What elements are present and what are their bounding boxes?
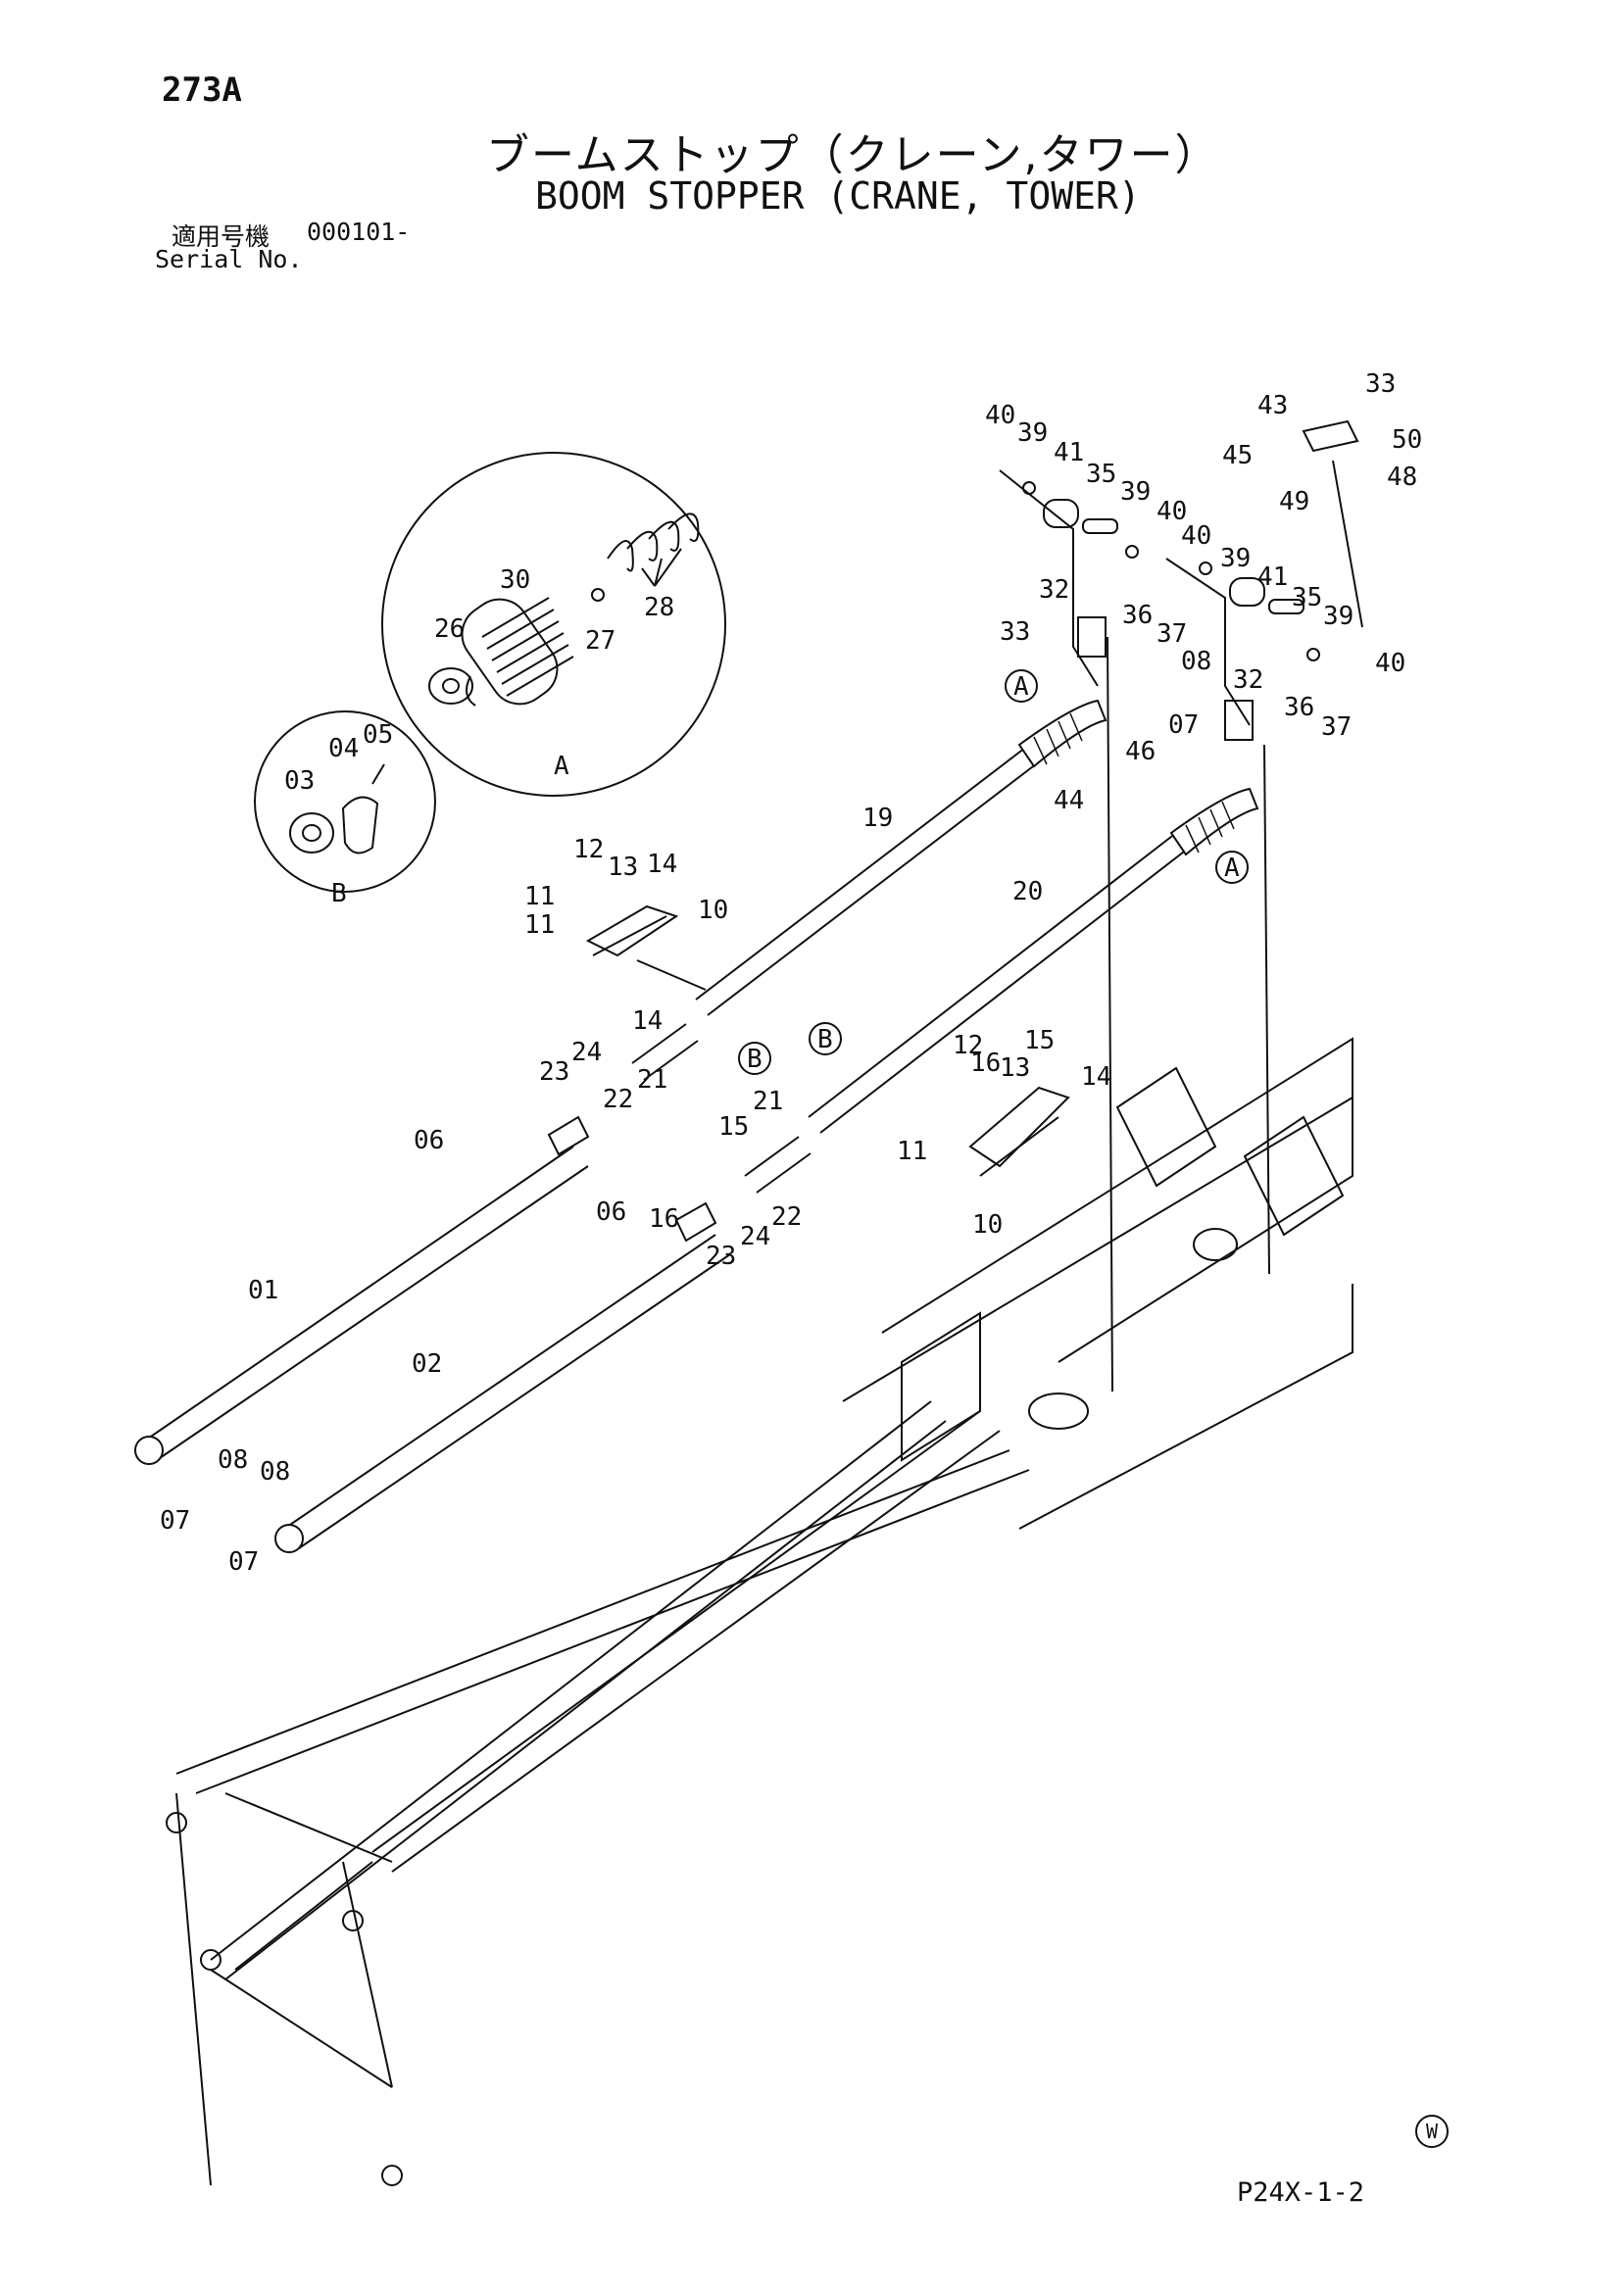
part-label: 13 [1000,1053,1030,1083]
part-label: 13 [608,853,638,882]
part-label: 07 [160,1506,190,1536]
part-label: 10 [972,1210,1003,1240]
part-label: 23 [539,1057,569,1087]
part-label: 10 [698,896,728,925]
part-labels: 40 39 41 35 39 40 40 39 41 35 39 40 33 4… [160,369,1422,1577]
part-label: 40 [985,401,1015,430]
detail-a-label: A [554,752,569,781]
bracket-cluster-lower [968,1086,1070,1177]
title-japanese: ブームストップ（クレーン,タワー） [486,130,1220,180]
part-label: 14 [647,850,677,879]
part-label: 37 [1156,619,1187,649]
part-label: 03 [284,766,315,796]
bracket-cluster-upper [585,904,707,991]
part-label: 49 [1279,487,1309,516]
part-label: 48 [1387,463,1417,492]
lattice-boom [166,1400,1030,2186]
part-label: 24 [571,1038,602,1067]
part-label: 07 [228,1547,259,1577]
part-label: 30 [500,565,530,595]
bracket-parts-upper [999,419,1363,1392]
part-label: 15 [718,1112,749,1142]
part-label: 21 [637,1065,667,1095]
title-english: BOOM STOPPER (CRANE, TOWER) [535,174,1141,218]
part-label: 40 [1375,649,1405,678]
stopper-assembly-lower [274,787,1259,1553]
part-label: 26 [434,614,465,644]
part-label: 08 [1181,647,1211,676]
part-label: 22 [771,1202,802,1232]
part-label: 39 [1017,418,1048,448]
part-label: 24 [740,1222,770,1251]
part-label: 45 [1222,441,1253,470]
part-label: 14 [632,1006,663,1036]
part-label: 39 [1120,477,1151,507]
part-label: 05 [363,720,393,750]
part-label: 46 [1125,737,1156,766]
part-label: 06 [414,1126,444,1155]
part-label: 40 [1181,521,1211,551]
part-label: 43 [1257,391,1288,420]
part-label: 15 [1024,1026,1055,1055]
part-label: 12 [953,1031,983,1060]
part-label: 11 [524,910,555,940]
part-label: 01 [248,1276,278,1305]
callout-a-upper: A [1013,672,1029,702]
chassis-frame [842,1037,1353,1530]
part-label: 02 [412,1349,442,1379]
callout-a-lower: A [1224,854,1240,883]
serial-label-japanese: 適用号機 [172,222,271,251]
part-label: 33 [1000,617,1030,647]
part-label: 32 [1039,575,1069,605]
part-label: 08 [218,1445,248,1475]
serial-number: 000101- [307,218,411,246]
part-label: 40 [1156,497,1187,526]
part-label: 16 [649,1204,679,1234]
part-label: 08 [260,1457,290,1487]
part-label: 21 [753,1087,783,1116]
part-label: 33 [1365,369,1396,399]
part-label: 22 [603,1085,633,1114]
part-label: 36 [1284,693,1314,722]
part-label: 39 [1220,544,1251,573]
callout-markers: A A B B [738,669,1249,1075]
part-label: 11 [524,882,555,911]
part-label: 23 [706,1242,736,1271]
part-label: 27 [585,626,615,656]
detail-circle-a: 30 26 27 28 A [381,452,726,797]
part-label: 16 [970,1049,1001,1078]
part-label: 41 [1257,562,1288,592]
part-label: 36 [1122,601,1153,630]
callout-b-lower: B [817,1025,833,1054]
part-label: 37 [1321,712,1352,742]
part-label: 04 [328,734,359,763]
part-label: 12 [573,835,604,864]
part-label: 32 [1233,665,1263,695]
detail-b-label: B [331,879,347,908]
part-label: 35 [1292,583,1322,612]
page-code: 273A [162,71,242,110]
part-label: 07 [1168,710,1199,740]
stopper-assembly-upper [134,699,1107,1465]
watermark-circle-w: W [1415,2115,1449,2148]
part-label: 39 [1323,602,1353,631]
serial-label-english: Serial No. [155,245,303,273]
footer-code: P24X-1-2 [1237,2177,1365,2208]
part-label: 28 [644,593,674,622]
part-label: 06 [596,1197,626,1227]
part-label: 11 [897,1137,927,1166]
detail-circle-b: 03 04 05 B [254,710,436,908]
part-label: 35 [1086,460,1116,489]
part-label: 50 [1392,425,1422,455]
part-label: 44 [1054,786,1084,815]
part-label: 20 [1012,877,1043,906]
callout-b-upper: B [747,1045,763,1074]
part-label: 19 [862,804,893,833]
part-label: 14 [1081,1062,1111,1092]
part-label: 41 [1054,438,1084,467]
